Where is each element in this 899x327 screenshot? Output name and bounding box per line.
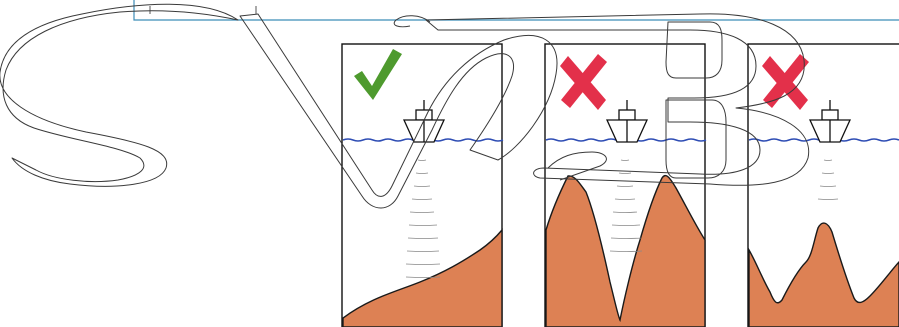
callout-box — [134, 0, 899, 20]
panel-steep-double-peak-bottom — [545, 44, 706, 327]
panel-gently-sloping-bottom — [342, 44, 503, 327]
panel-irregular-bottom — [748, 44, 899, 327]
watermark-letter-s — [0, 4, 238, 186]
watermark-swash — [394, 16, 430, 27]
